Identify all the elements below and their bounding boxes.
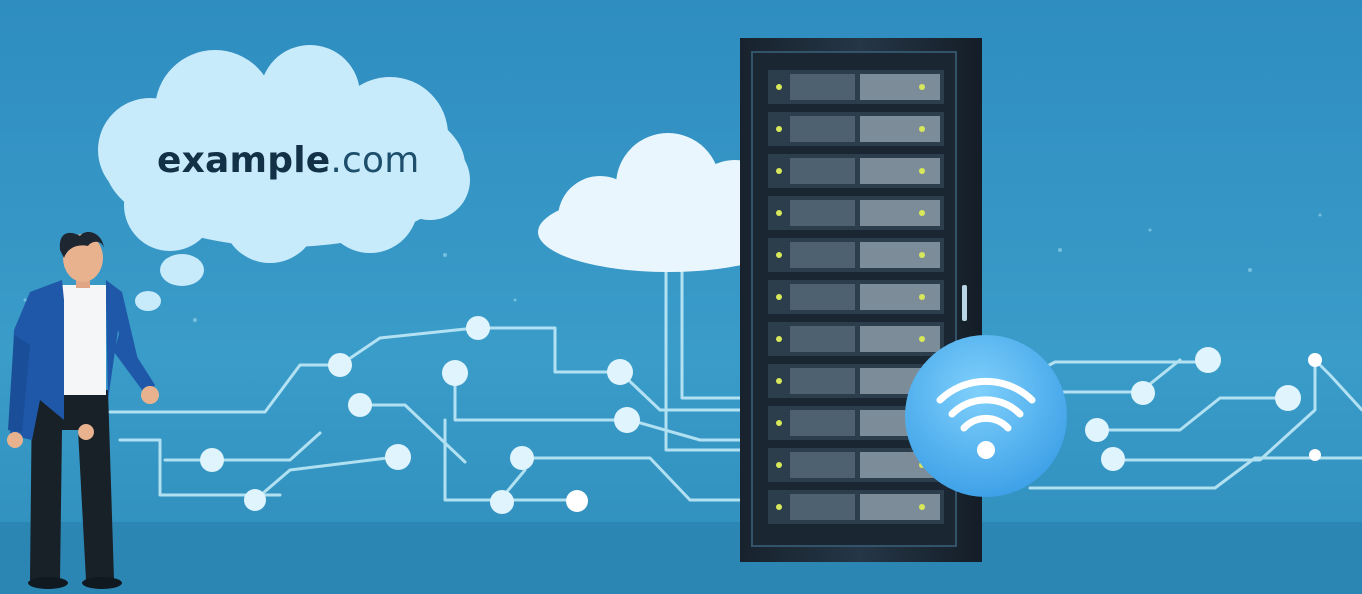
domain-tld: .com xyxy=(330,140,420,181)
domain-name-text: example.com xyxy=(157,140,420,181)
floor xyxy=(0,522,1362,594)
domain-name: example xyxy=(157,140,331,181)
person-illustration xyxy=(7,232,159,589)
thought-cloud xyxy=(98,45,470,311)
